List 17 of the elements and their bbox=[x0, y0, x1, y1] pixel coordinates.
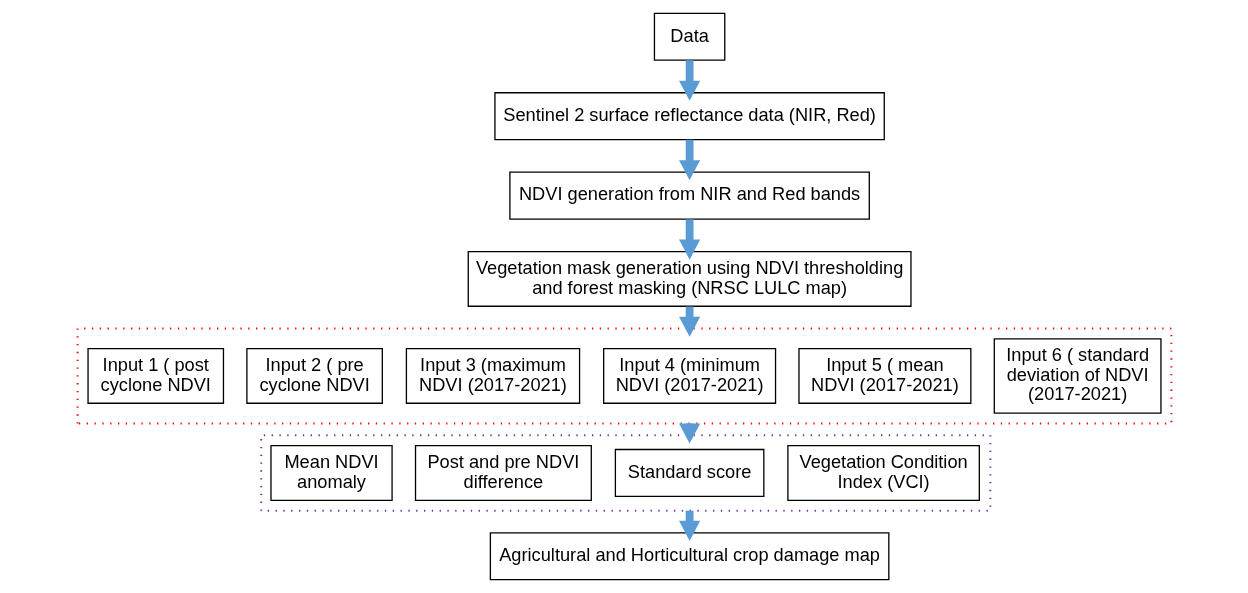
node-box: Sentinel 2 surface reflectance data (NIR, Red) bbox=[493, 92, 885, 141]
node-box: Input 2 ( pre cyclone NDVI bbox=[245, 347, 383, 404]
node-box: Input 1 ( post cyclone NDVI bbox=[86, 347, 224, 404]
node-box: Data bbox=[653, 12, 725, 61]
node-box: Mean NDVI anomaly bbox=[269, 444, 393, 501]
node-box: Agricultural and Horticultural crop damage map bbox=[489, 532, 889, 581]
node-box: Vegetation Condition Index (VCI) bbox=[786, 444, 980, 501]
node-box: Post and pre NDVI difference bbox=[414, 444, 592, 501]
node-box: Input 5 ( mean NDVI (2017-2021) bbox=[797, 347, 971, 404]
node-box: Input 4 (minimum NDVI (2017-2021) bbox=[602, 347, 776, 404]
node-box: Standard score bbox=[614, 448, 764, 497]
cluster bbox=[259, 434, 991, 512]
cluster bbox=[76, 327, 1172, 425]
node-box: NDVI generation from NIR and Red bands bbox=[508, 171, 870, 220]
node-box: Vegetation mask generation using NDVI thresholding and forest masking (NRSC LULC map) bbox=[467, 250, 912, 307]
node-box: Input 6 ( standard deviation of NDVI (2017-2021) bbox=[993, 338, 1162, 414]
node-box: Input 3 (maximum NDVI (2017-2021) bbox=[405, 347, 580, 404]
